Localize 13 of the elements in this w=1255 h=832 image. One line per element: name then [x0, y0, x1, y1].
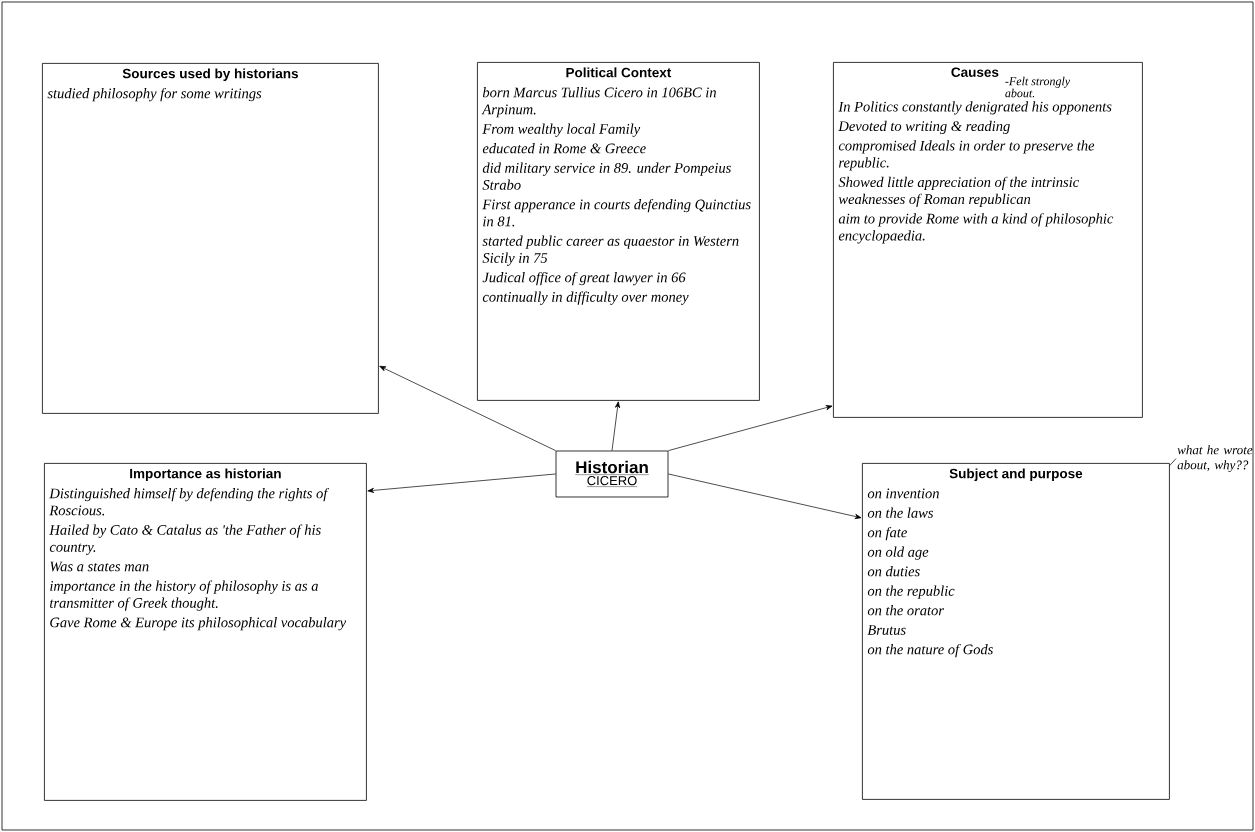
arrow [367, 473, 556, 493]
arrow [379, 365, 556, 451]
central-box: Historian CICERO [555, 450, 669, 498]
arrow [611, 401, 621, 451]
topic-box: Sources used by historians studied philosophy for some writings [42, 63, 379, 414]
arrow [668, 473, 862, 519]
topic-box: Political Context born Marcus Tullius Cicero in 106BC in Arpinum. From wealthy local Family educated in Rome & Greece did military service in 89. under Pompeius Strabo First apperance in courts defending Quinctius in 81. started public career as quaestor in Western Sicily in 75 Judical office of great lawyer in 66 continually in difficulty over money [477, 62, 760, 401]
leader-line [1169, 458, 1177, 466]
topic-box: Subject and purpose on invention on the laws on fate on old age on duties on the republic on the orator Brutus on the nature of Gods [862, 463, 1170, 800]
topic-box: Causes -Felt strongly about. In Politics constantly denigrated his opponents Devoted to writing & reading compromised Ideals in order to preserve the republic. Showed little appreciation of the intrinsic weaknesses of Roman republican aim to provide Rome with a kind of philosophic encyclopaedia. [833, 62, 1143, 418]
topic-box: Importance as historian Distinguished himself by defending the rights of Roscious. Hailed by Cato & Catalus as 'the Father of his country. Was a states man importance in the history of philosophy is as a transmitter of Greek thought. Gave Rome & Europe its philosophical vocabulary [44, 463, 367, 801]
arrow [668, 405, 833, 451]
handwritten-note: what he wrote about, why?? [1177, 445, 1253, 472]
